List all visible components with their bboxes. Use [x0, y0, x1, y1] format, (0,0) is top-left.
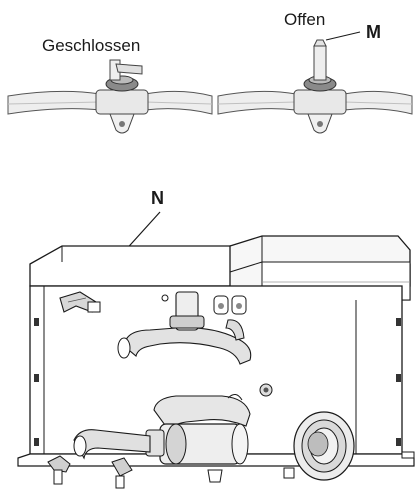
marker-m: M — [366, 22, 381, 42]
valve-open-illustration — [217, 31, 413, 134]
valve-closed-illustration — [7, 59, 213, 134]
label-closed: Geschlossen — [42, 36, 141, 55]
drain-valve-n — [59, 291, 101, 313]
marker-n: N — [151, 188, 164, 208]
heater-unit-illustration — [17, 235, 415, 489]
exhaust-outlet — [293, 411, 355, 481]
label-open: Offen — [284, 10, 326, 29]
